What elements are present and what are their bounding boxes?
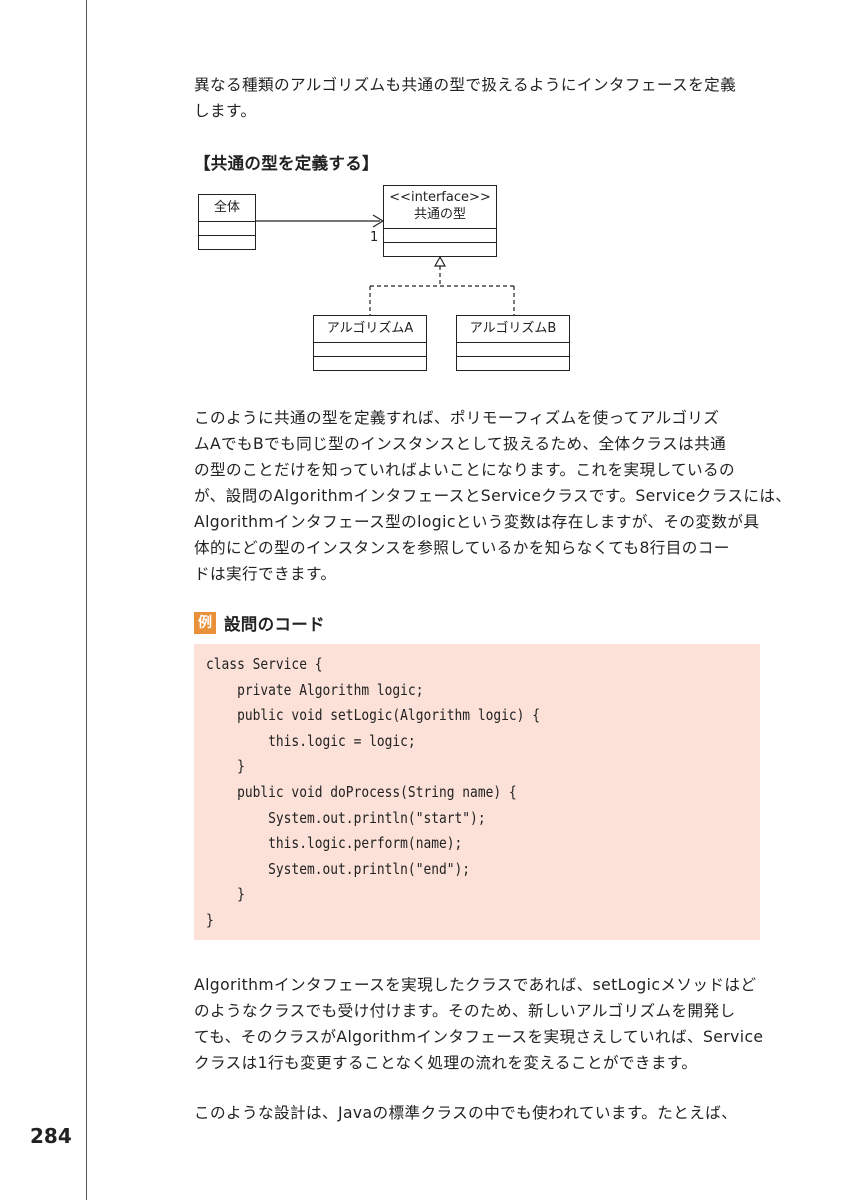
uml-class-whole: 全体 [198, 194, 256, 250]
code-line: this.logic.perform(name); [206, 834, 463, 853]
text-line: の型のことだけを知っていればよいことになります。これを実現しているの [194, 461, 735, 479]
uml-attributes-compartment [384, 228, 496, 242]
code-line: } [206, 910, 214, 929]
realization-arrowhead [433, 255, 447, 267]
uml-connectors [256, 214, 515, 315]
text-line: クラスは1行も変更することなく処理の流れを変えることができます。 [194, 1054, 698, 1072]
body-paragraph-2: Algorithmインタフェースを実現したクラスであれば、setLogicメソッ… [194, 972, 766, 1076]
uml-class-algorithm-b: アルゴリズムB [456, 315, 570, 371]
page-number: 284 [30, 1124, 72, 1148]
body-paragraph-1: このように共通の型を定義すれば、ポリモーフィズムを使ってアルゴリズ ムAでもBで… [194, 405, 792, 587]
text-line: のようなクラスでも受け付けます。そのため、新しいアルゴリズムを開発し [194, 1002, 736, 1020]
text-line: します。 [194, 102, 257, 120]
example-badge: 例 [194, 612, 216, 634]
code-line: System.out.println("end"); [206, 859, 471, 878]
uml-class-name: 全体 [213, 200, 240, 215]
example-heading: 例 設問のコード [194, 611, 325, 635]
text-line: が、設問のAlgorithmインタフェースとServiceクラスです。Servi… [194, 487, 792, 505]
text-line: ドは実行できます。 [194, 565, 337, 583]
code-block: class Service { private Algorithm logic;… [194, 644, 760, 940]
section-heading: 【共通の型を定義する】 [194, 154, 379, 173]
multiplicity-label: 1 [370, 230, 379, 245]
text-line: このような設計は、Javaの標準クラスの中でも使われています。たとえば、 [194, 1104, 738, 1122]
text-line: 異なる種類のアルゴリズムも共通の型で扱えるようにインタフェースを定義 [194, 76, 737, 94]
body-paragraph-3: このような設計は、Javaの標準クラスの中でも使われています。たとえば、 [194, 1100, 766, 1126]
uml-interface-header: <<interface>> 共通の型 [384, 186, 496, 228]
uml-class-algorithm-a: アルゴリズムA [313, 315, 427, 371]
uml-interface-common-type: <<interface>> 共通の型 [383, 185, 497, 257]
uml-methods-compartment [314, 356, 426, 370]
uml-attributes-compartment [314, 342, 426, 356]
uml-methods-compartment [199, 235, 255, 249]
text-line: ムAでもBでも同じ型のインスタンスとして扱えるため、全体クラスは共通 [194, 435, 727, 453]
intro-paragraph: 異なる種類のアルゴリズムも共通の型で扱えるようにインタフェースを定義 します。 [194, 72, 766, 124]
code-line: this.logic = logic; [206, 731, 416, 750]
uml-methods-compartment [457, 356, 569, 370]
text-line: ても、そのクラスがAlgorithmインタフェースを実現さえしていれば、Serv… [194, 1028, 764, 1046]
example-title: 設問のコード [224, 615, 325, 634]
uml-interface-name: 共通の型 [413, 207, 466, 222]
code-line: } [206, 757, 245, 776]
text-line: このように共通の型を定義すれば、ポリモーフィズムを使ってアルゴリズ [194, 409, 720, 427]
uml-class-name: アルゴリズムB [469, 321, 557, 336]
uml-attributes-compartment [457, 342, 569, 356]
uml-class-name: アルゴリズムA [326, 321, 414, 336]
text-line: Algorithmインタフェースを実現したクラスであれば、setLogicメソッ… [194, 976, 757, 994]
code-line: public void setLogic(Algorithm logic) { [206, 706, 540, 725]
code-line: private Algorithm logic; [206, 680, 424, 699]
code-line: class Service { [206, 655, 323, 673]
margin-rule [86, 0, 87, 1200]
text-line: Algorithmインタフェース型のlogicという変数は存在しますが、その変数… [194, 513, 760, 531]
code-line: System.out.println("start"); [206, 808, 486, 827]
uml-attributes-compartment [199, 221, 255, 235]
uml-stereotype: <<interface>> [389, 190, 491, 205]
uml-methods-compartment [384, 242, 496, 256]
code-line: public void doProcess(String name) { [206, 782, 517, 801]
code-line: } [206, 885, 245, 904]
text-line: 体的にどの型のインスタンスを参照しているかを知らなくても8行目のコー [194, 539, 730, 557]
